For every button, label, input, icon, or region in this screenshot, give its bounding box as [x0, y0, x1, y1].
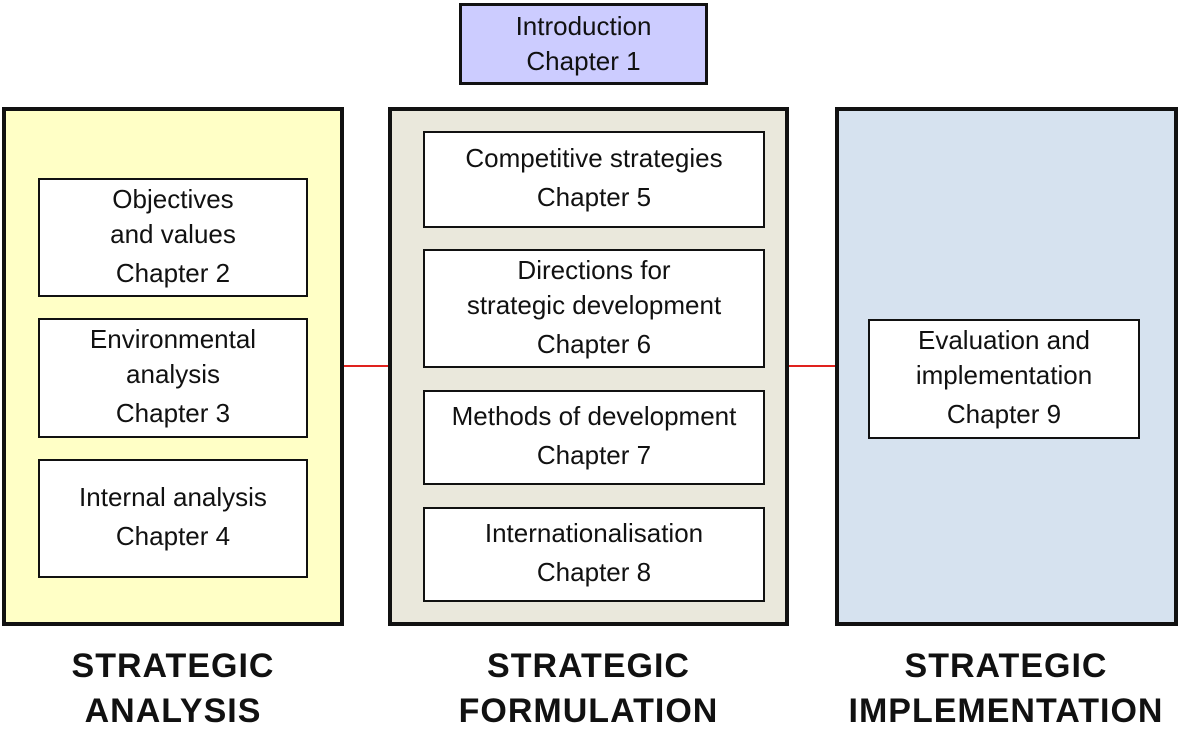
box-line: Evaluation and — [917, 325, 1091, 355]
chapter-box: Competitive strategies Chapter 5 — [423, 131, 765, 228]
box-line: analysis — [126, 359, 220, 389]
box-chapter: Chapter 6 — [536, 328, 652, 359]
box-line: strategic development — [466, 289, 722, 320]
box-line: Internal analysis — [79, 482, 267, 512]
heading-line: FORMULATION — [458, 692, 719, 730]
box-chapter: Chapter 3 — [115, 398, 231, 428]
chapter-box: Environmental analysis Chapter 3 — [38, 318, 308, 438]
heading-line: STRATEGIC — [487, 647, 690, 685]
heading-line: STRATEGIC — [904, 647, 1108, 685]
box-line: Methods of development — [451, 401, 737, 431]
heading-strategic-analysis: STRATEGIC ANALYSIS — [0, 644, 346, 734]
box-line: Environmental — [89, 324, 257, 354]
heading-line: STRATEGIC — [71, 647, 275, 685]
heading-strategic-implementation: STRATEGIC IMPLEMENTATION — [820, 644, 1192, 734]
box-line: Competitive strategies — [465, 143, 723, 173]
connector-analysis-formulation — [344, 365, 388, 367]
box-line: Objectives — [112, 183, 234, 214]
heading-line: ANALYSIS — [84, 692, 262, 730]
chapter-box: Internationalisation Chapter 8 — [423, 507, 765, 602]
box-chapter: Chapter 8 — [536, 557, 652, 587]
chapter-box: Objectives and values Chapter 2 — [38, 178, 308, 297]
heading-line: IMPLEMENTATION — [848, 692, 1164, 730]
chapter-box: Evaluation and implementation Chapter 9 — [868, 319, 1140, 439]
box-line: Internationalisation — [484, 518, 704, 548]
box-chapter: Chapter 4 — [115, 521, 231, 551]
box-chapter: Chapter 2 — [115, 257, 231, 288]
box-chapter: Chapter 5 — [536, 182, 652, 212]
box-line: implementation — [915, 360, 1093, 390]
chapter-box: Directions for strategic development Cha… — [423, 249, 765, 368]
intro-chapter: Chapter 1 — [526, 46, 641, 76]
intro-title: Introduction — [515, 11, 652, 41]
box-chapter: Chapter 9 — [946, 399, 1062, 429]
intro-box: Introduction Chapter 1 — [459, 3, 708, 85]
chapter-box: Methods of development Chapter 7 — [423, 390, 765, 485]
box-line: Directions for — [517, 254, 671, 285]
connector-formulation-implementation — [789, 365, 835, 367]
heading-strategic-formulation: STRATEGIC FORMULATION — [388, 644, 789, 734]
chapter-box: Internal analysis Chapter 4 — [38, 459, 308, 578]
box-line: and values — [110, 218, 236, 249]
box-chapter: Chapter 7 — [536, 440, 652, 470]
